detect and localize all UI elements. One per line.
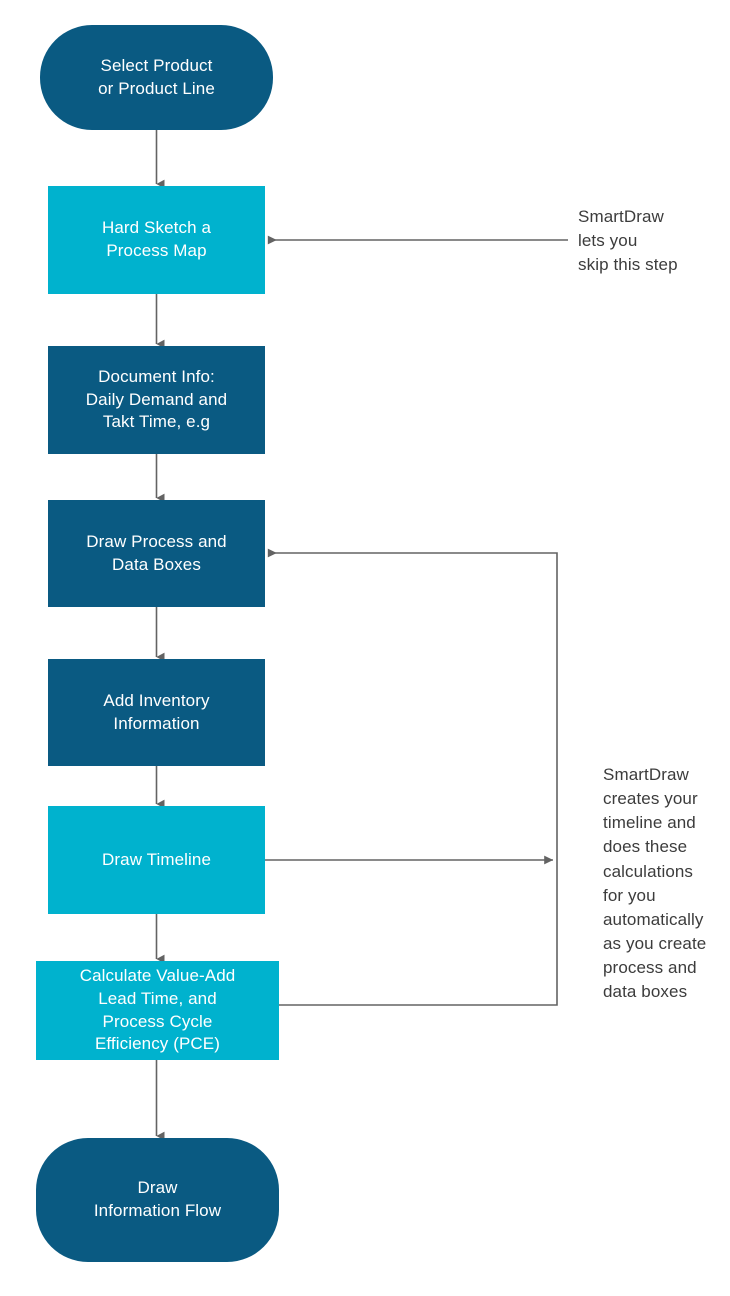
node-draw-timeline-label: Draw Timeline (102, 849, 211, 869)
node-document-info-label: Document Info: Daily Demand and Takt Tim… (85, 366, 228, 432)
node-calculate-value-add[interactable]: Calculate Value-Add Lead Time, and Proce… (36, 961, 279, 1060)
edge-calculate-to-process-loop (267, 548, 558, 1006)
annotation-skip-step-note: SmartDraw lets you skip this step (578, 207, 678, 275)
node-select-product-label: Select Product or Product Line (98, 55, 215, 98)
node-document-info[interactable]: Document Info: Daily Demand and Takt Tim… (48, 346, 265, 454)
node-calculate-value-add-label: Calculate Value-Add Lead Time, and Proce… (79, 965, 236, 1054)
node-draw-information-flow-label: Draw Information Flow (93, 1178, 222, 1220)
node-draw-timeline[interactable]: Draw Timeline (48, 806, 265, 914)
node-hard-sketch-label: Hard Sketch a Process Map (101, 218, 212, 260)
node-draw-information-flow[interactable]: Draw Information Flow (36, 1138, 279, 1262)
node-add-inventory-label: Add Inventory Information (103, 690, 210, 733)
node-draw-process-data-boxes[interactable]: Draw Process and Data Boxes (48, 500, 265, 607)
node-add-inventory[interactable]: Add Inventory Information (48, 659, 265, 766)
node-select-product[interactable]: Select Product or Product Line (40, 25, 273, 130)
annotation-timeline-calculations-note: SmartDraw creates your timeline and does… (603, 765, 707, 1002)
node-hard-sketch[interactable]: Hard Sketch a Process Map (48, 186, 265, 294)
node-draw-process-data-boxes-label: Draw Process and Data Boxes (86, 531, 227, 574)
